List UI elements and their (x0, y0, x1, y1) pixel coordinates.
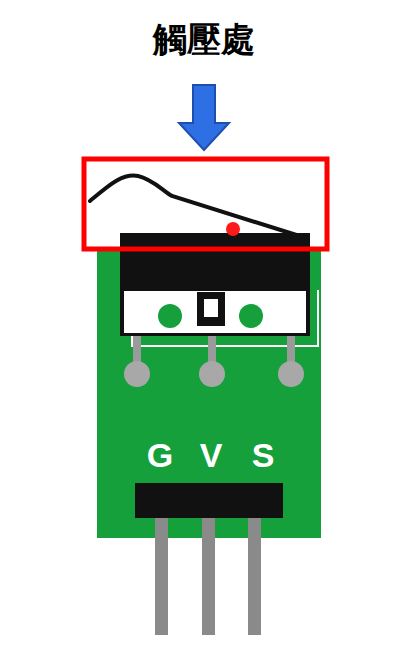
pin-name: G (147, 438, 173, 472)
switch-lever (90, 176, 306, 238)
press-point-label: 觸壓處 (153, 23, 255, 57)
press-arrow (179, 85, 229, 150)
pcb-board (97, 248, 321, 538)
switch-pins (124, 333, 304, 387)
pin-header (135, 483, 283, 635)
pin-name: V (200, 438, 223, 472)
pin-name: S (252, 438, 275, 472)
highlight-box (84, 159, 327, 249)
